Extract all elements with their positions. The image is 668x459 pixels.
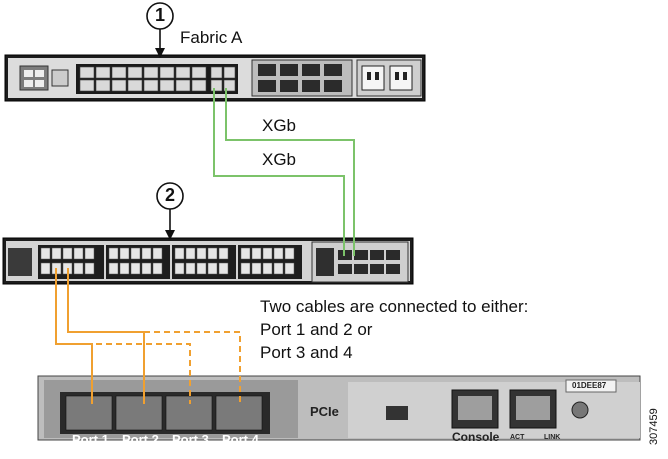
callout-1 [146,2,174,58]
note-line-2: Port 1 and 2 or [260,320,373,339]
figure-id: 307459 [648,408,660,445]
orange-cable-solid-a [55,268,93,404]
act-label: ACT [510,434,525,441]
green-cables [213,88,355,256]
orange-cable-dashed-b [144,331,241,404]
fabric-extender [2,237,414,285]
xgb-label-upper: XGb [262,116,297,135]
port-3-label: Port 3 [172,432,209,447]
callout-1-number: 1 [155,5,166,25]
xgb-label-lower: XGb [262,150,297,169]
green-cable-lower [213,88,345,256]
callout-2-number: 2 [165,185,176,205]
note-line-3: Port 3 and 4 [260,343,353,362]
fabric-label: Fabric A [180,28,243,47]
orange-cable-solid-b [67,268,145,404]
port-2-label: Port 2 [122,432,159,447]
console-label: Console [452,430,500,444]
port-4-label: Port 4 [222,432,259,447]
vic-card [37,375,641,441]
serial-label: 01DEE87 [572,381,607,390]
port-1-label: Port 1 [72,432,109,447]
link-label: LINK [544,434,561,441]
orange-cables [55,268,241,404]
green-cable-upper [225,88,355,256]
note-line-1: Two cables are connected to either: [260,297,529,316]
orange-cable-dashed-a [56,343,191,404]
callout-2 [156,182,184,240]
pcie-label: PCIe [310,404,339,419]
